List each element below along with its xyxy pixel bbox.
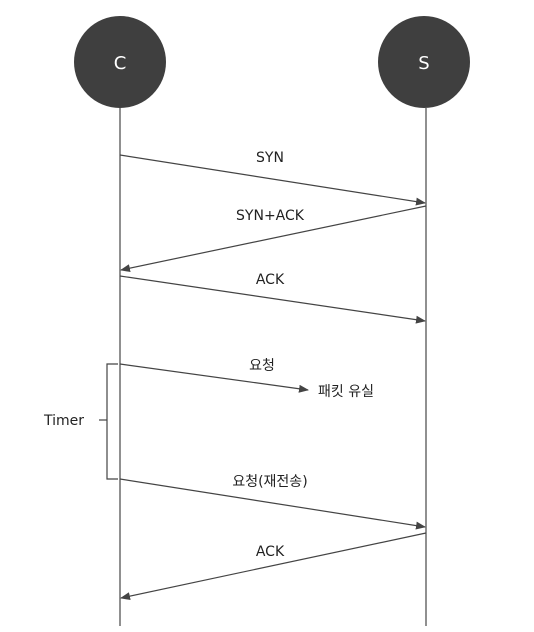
final-ack-label: ACK: [256, 544, 285, 560]
ack-arrow: [119, 275, 426, 324]
client-node-circle: [74, 16, 166, 108]
client-node: C: [74, 16, 166, 108]
final-ack-arrow: [120, 532, 427, 601]
packet-loss-label: 패킷 유실: [318, 384, 374, 400]
timer-bracket-line: [106, 363, 118, 480]
server-node-circle: [378, 16, 470, 108]
syn-arrow: [119, 154, 426, 206]
request-label: 요청: [249, 358, 275, 374]
retransmit-label: 요청(재전송): [232, 474, 307, 490]
client-node-label: C: [114, 53, 127, 74]
syn-ack-label: SYN+ACK: [236, 208, 305, 224]
server-node: S: [378, 16, 470, 108]
server-node-label: S: [418, 53, 429, 74]
request-arrow: [119, 363, 309, 393]
retransmit-arrow: [119, 478, 426, 530]
timer-bracket: [99, 363, 118, 480]
timer-label: Timer: [43, 413, 84, 429]
syn-ack-arrow: [120, 205, 427, 273]
syn-label: SYN: [256, 150, 284, 166]
ack-label: ACK: [256, 272, 285, 288]
